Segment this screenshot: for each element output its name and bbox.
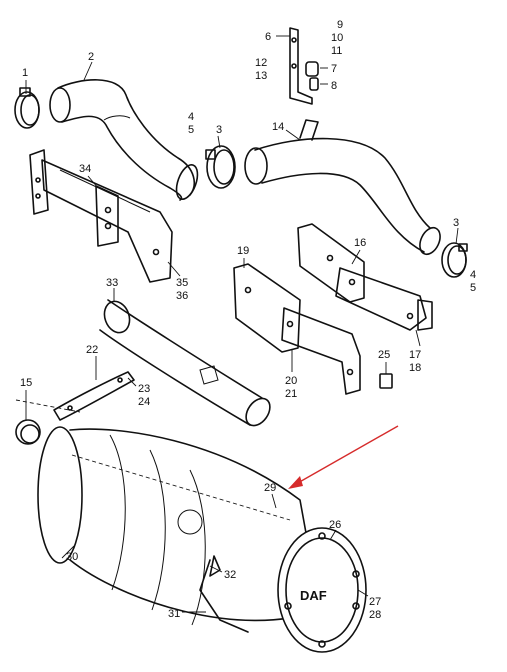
clamp-part-1 — [14, 87, 40, 129]
callout-20: 20 — [285, 375, 297, 387]
callout-12: 12 — [255, 57, 267, 69]
clamp-part-15 — [15, 399, 81, 445]
callout-8: 8 — [331, 80, 337, 92]
callout-4-right: 4 — [470, 269, 476, 281]
callout-19: 19 — [237, 245, 249, 257]
callouts: 1 2 4 5 3 6 9 10 11 12 13 7 8 14 3 4 5 1… — [20, 19, 476, 621]
strap-bracket-part-22 — [53, 371, 135, 421]
callout-23: 23 — [138, 383, 150, 395]
callout-30: 30 — [66, 551, 78, 563]
callout-17: 17 — [409, 349, 421, 361]
callout-31: 31 — [168, 608, 180, 620]
callout-11: 11 — [331, 45, 342, 57]
callout-7: 7 — [331, 63, 337, 75]
leader-lines — [25, 35, 459, 613]
callout-22: 22 — [86, 344, 98, 356]
support-bracket-part-34 — [29, 149, 173, 283]
callout-18: 18 — [409, 362, 421, 374]
callout-3-upper: 3 — [216, 124, 222, 136]
pipe-part-14 — [244, 119, 441, 256]
callout-2: 2 — [88, 51, 94, 63]
bent-pipe-part-2 — [49, 79, 199, 201]
callout-36: 36 — [176, 290, 188, 302]
callout-24: 24 — [138, 396, 150, 408]
callout-35: 35 — [176, 277, 188, 289]
callout-21: 21 — [285, 388, 297, 400]
callout-15: 15 — [20, 377, 32, 389]
callout-34: 34 — [79, 163, 91, 175]
callout-13: 13 — [255, 70, 267, 82]
pipe-part-33 — [99, 299, 271, 427]
callout-29: 29 — [264, 482, 276, 494]
clamp-part-3-right — [441, 242, 468, 278]
callout-25: 25 — [378, 349, 390, 361]
callout-5-right: 5 — [470, 282, 476, 294]
callout-26: 26 — [329, 519, 341, 531]
callout-6: 6 — [265, 31, 271, 43]
hanger-bracket-part-6 — [289, 27, 319, 105]
block-part-25 — [379, 373, 393, 389]
daf-logo-text: DAF — [300, 588, 327, 603]
support-bracket-part-19 — [233, 263, 361, 395]
callout-4-upper: 4 — [188, 111, 194, 123]
callout-16: 16 — [354, 237, 366, 249]
callout-5-upper: 5 — [188, 124, 194, 136]
callout-9: 9 — [337, 19, 343, 31]
callout-3-right: 3 — [453, 217, 459, 229]
callout-27: 27 — [369, 596, 381, 608]
callout-33: 33 — [106, 277, 118, 289]
highlight-arrow — [288, 425, 399, 489]
callout-1: 1 — [22, 67, 28, 79]
end-cover-part-26: DAF — [277, 527, 367, 653]
callout-10: 10 — [331, 32, 343, 44]
strap-part-31 — [199, 555, 249, 633]
callout-14: 14 — [272, 121, 284, 133]
support-bracket-part-16 — [297, 223, 433, 331]
callout-28: 28 — [369, 609, 381, 621]
clamp-part-3-upper — [205, 145, 236, 189]
callout-32: 32 — [224, 569, 236, 581]
